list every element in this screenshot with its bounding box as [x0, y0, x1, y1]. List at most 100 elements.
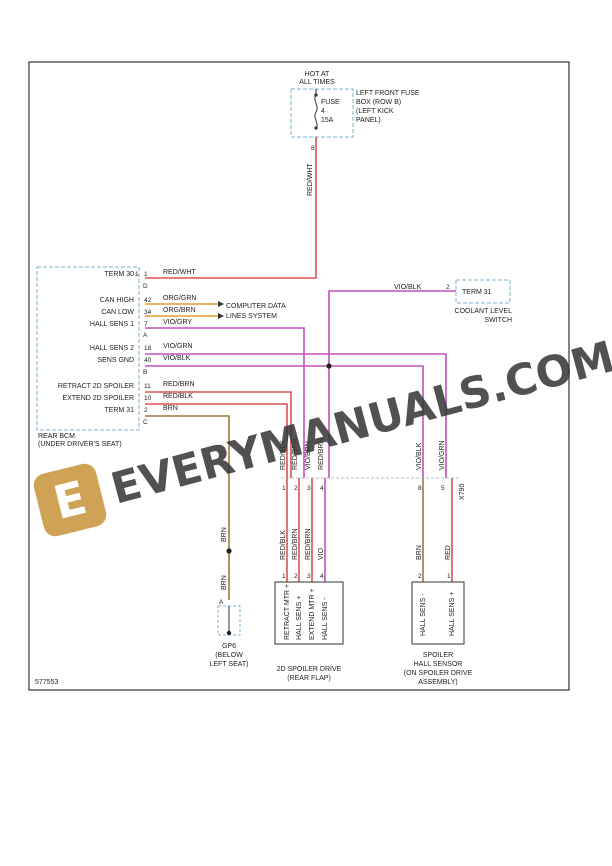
- wire-vio-gry: [145, 327, 305, 478]
- bcm-pin-label: SENS GND: [97, 357, 134, 364]
- wire-vio-grn: [145, 353, 447, 478]
- connector-pin-number: 4: [320, 485, 324, 492]
- drive-pin-number: 3: [307, 573, 311, 580]
- drive-pin-number: 4: [320, 573, 324, 580]
- connector-wire-label: VIO/GRN: [439, 440, 446, 470]
- bcm-wire-label: VIO/GRN: [163, 343, 193, 350]
- connector-wire-label: RED/BRN: [318, 438, 325, 470]
- hall-sensor-name-3: (ON SPOILER DRIVE: [404, 670, 473, 677]
- fuse-number: 4: [321, 108, 325, 115]
- diagram-frame: [28, 61, 570, 691]
- bcm-wire-label: VIO/GRY: [163, 319, 192, 326]
- computer-data-label-2: LINES SYSTEM: [226, 313, 277, 320]
- connector-pin-number: 1: [282, 485, 286, 492]
- coolant-pin: 2: [446, 284, 450, 291]
- ground-pin: A: [219, 599, 224, 606]
- bcm-location: (UNDER DRIVER'S SEAT): [38, 441, 122, 448]
- bcm-pin-label: CAN LOW: [101, 309, 134, 316]
- bcm-pin-number: 7: [144, 321, 148, 328]
- bcm-wire-label: RED/WHT: [163, 269, 196, 276]
- connector-wire-label: RED/BLK: [280, 440, 287, 470]
- bcm-wire-label: RED/BRN: [163, 381, 195, 388]
- connector-wire-label: VIO/BRN: [305, 441, 312, 470]
- can-high-arrow: [218, 301, 224, 307]
- coolant-name-2: SWITCH: [484, 317, 512, 324]
- sensor-wire-label: RED: [445, 545, 452, 560]
- bcm-pin-number: 10: [144, 395, 152, 402]
- wire-red-wht: [145, 137, 317, 279]
- bcm-pin-label: EXTEND 2D SPOILER: [62, 395, 134, 402]
- sensor-terminal-label: HALL SENS +: [449, 592, 456, 636]
- fuse-node-top: [314, 93, 318, 97]
- coolant-name-1: COOLANT LEVEL: [455, 308, 513, 315]
- bcm-wire-label: ORG/GRN: [163, 295, 196, 302]
- bcm-name: REAR BCM: [38, 433, 75, 440]
- drive-pin-number: 1: [282, 573, 286, 580]
- connector-pin-number: 2: [294, 485, 298, 492]
- fuse-box-outline: [290, 88, 354, 138]
- drive-terminal-label: HALL SENS -: [322, 597, 329, 640]
- drive-wire-label: VIO: [318, 547, 325, 560]
- sensor-terminal-label: HALL SENS -: [420, 593, 427, 636]
- wire-red-brn-retract: [145, 391, 292, 478]
- fuse-amps: 15A: [321, 117, 334, 124]
- fuse-wire-label: RED/WHT: [307, 163, 314, 196]
- ground-wire-label: BRN: [221, 527, 228, 542]
- bcm-outline: [36, 266, 140, 431]
- bcm-pin-number: 11: [144, 383, 151, 390]
- bcm-connector-id: 1: [135, 271, 139, 278]
- fuse-symbol: [314, 94, 318, 129]
- drive-wire-label: RED/BRN: [292, 528, 299, 560]
- fuse-label: FUSE: [321, 99, 340, 106]
- hot-at-label: HOT AT: [305, 71, 330, 78]
- hall-sensor-name-2: HALL SENSOR: [414, 661, 463, 668]
- ground-symbol-icon: [226, 630, 232, 636]
- bcm-pin-label: TERM 30: [104, 271, 134, 278]
- connector-wire-label: VIO/BLK: [416, 442, 423, 470]
- wire-vio-blk: [145, 365, 424, 478]
- bcm-pin-number: 18: [144, 345, 152, 352]
- bcm-wire-label: VIO/BLK: [163, 355, 191, 362]
- bcm-connector-id: B: [143, 369, 147, 376]
- coolant-wire-label: VIO/BLK: [394, 284, 422, 291]
- watermark-logo-icon: [33, 463, 107, 537]
- sensor-pin-number: 1: [447, 573, 451, 580]
- connector-pin-number: 8: [418, 485, 422, 492]
- bcm-connector-id: A: [143, 332, 148, 339]
- ground-name: GP6: [222, 643, 236, 650]
- bcm-pin-label: TERM 31: [104, 407, 134, 414]
- bcm-pin-label: CAN HIGH: [100, 297, 134, 304]
- figure-id: 577553: [35, 679, 58, 686]
- wire-red-blk-extend: [145, 403, 288, 478]
- fuse-pin: 8: [311, 145, 315, 152]
- sensor-pin-number: 2: [418, 573, 422, 580]
- fuse-box-desc-3: (LEFT KICK: [356, 108, 394, 115]
- can-low-arrow: [218, 313, 224, 319]
- fuse-box-desc-2: BOX (ROW B): [356, 99, 401, 106]
- hall-sensor-outline: [411, 581, 465, 645]
- ground-wire-label-2: BRN: [221, 575, 228, 590]
- sensor-wire-label: BRN: [416, 545, 423, 560]
- splice-dot: [326, 363, 332, 369]
- fuse-node-bottom: [314, 126, 318, 130]
- bcm-pin-label: HALL SENS 1: [90, 321, 134, 328]
- ground-loc-1: (BELOW: [215, 652, 243, 659]
- hall-sensor-name-1: SPOILER: [423, 652, 453, 659]
- bcm-pin-number: 40: [144, 357, 152, 364]
- all-times-label: ALL TIMES: [299, 79, 335, 86]
- wires-group: [145, 137, 456, 600]
- spoiler-drive-name-1: 2D SPOILER DRIVE: [277, 666, 342, 673]
- drive-pin-number: 2: [294, 573, 298, 580]
- bcm-pin-number: 1: [144, 271, 148, 278]
- bcm-pin-number: 34: [144, 309, 152, 316]
- fuse-box-desc-1: LEFT FRONT FUSE: [356, 90, 420, 97]
- connector-ref: X790: [459, 484, 466, 500]
- bcm-pin-number: 42: [144, 297, 152, 304]
- connector-pin-number: 3: [307, 485, 311, 492]
- computer-data-label-1: COMPUTER DATA: [226, 303, 286, 310]
- spoiler-drive-outline: [274, 581, 344, 645]
- connector-wire-label: RED/BRN: [292, 438, 299, 470]
